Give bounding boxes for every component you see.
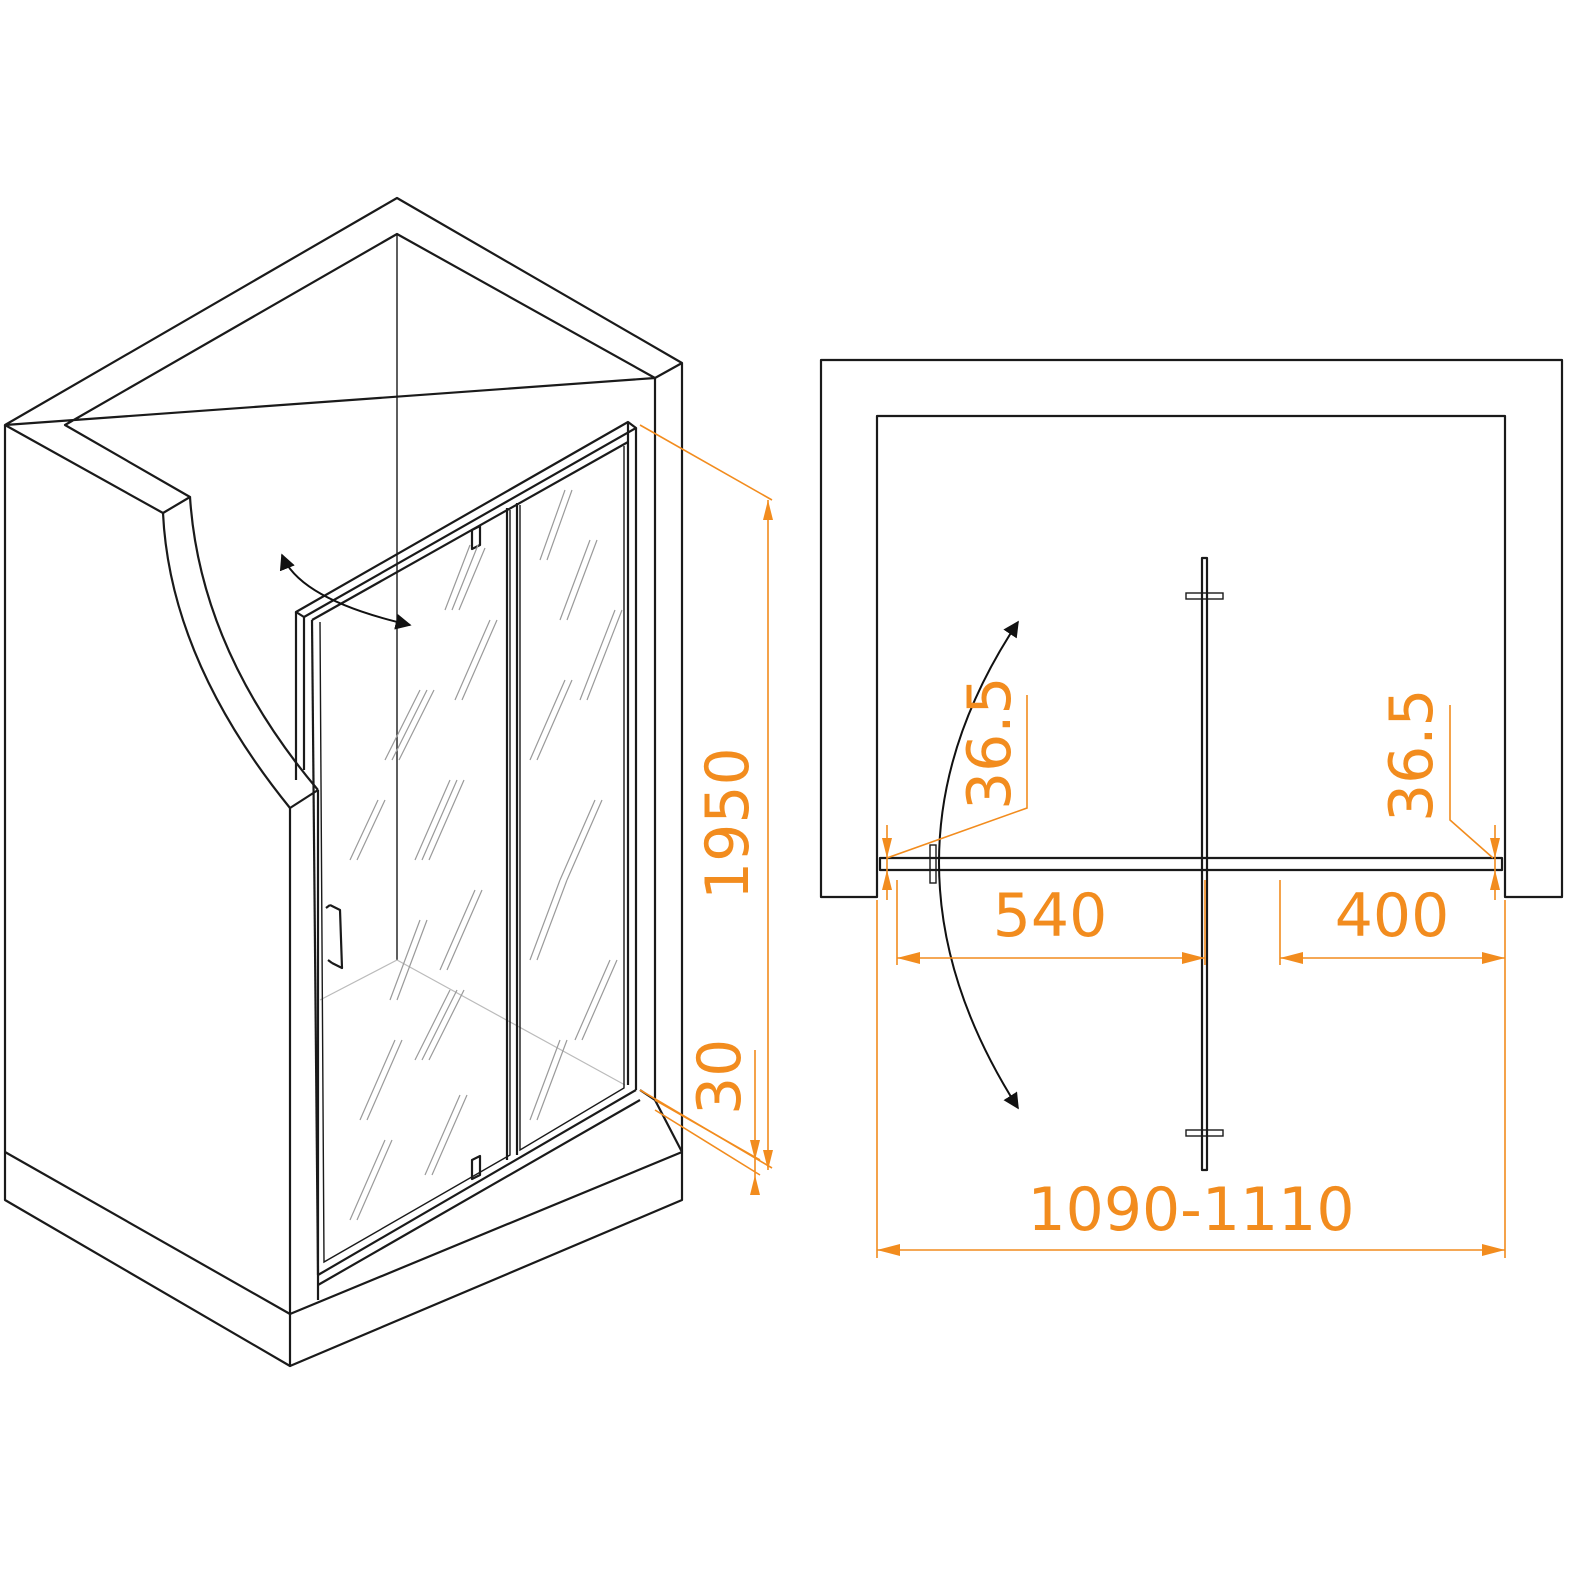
height-label: 1950 (693, 747, 763, 900)
fixed-panel-dimension: 400 (1279, 880, 1506, 965)
plan-view: 36.5 36.5 540 400 1090-1110 (819, 358, 1564, 1258)
swing-arrow-icon (279, 553, 412, 630)
right-profile-label: 36.5 (1377, 688, 1447, 822)
door-width-dimension: 540 (896, 880, 1206, 965)
door-width-label: 540 (993, 881, 1108, 951)
left-profile-label: 36.5 (955, 676, 1025, 810)
fixed-panel-profile (1200, 556, 1209, 1172)
door-handle (929, 844, 937, 884)
right-profile-dimension: 36.5 (1377, 688, 1500, 900)
isometric-view: 1950 30 (3, 196, 773, 1368)
door-handle (325, 904, 344, 970)
base-label: 30 (685, 1039, 755, 1115)
glass-texture (349, 489, 623, 1221)
wall-outline (3, 196, 684, 1152)
base-plinth (289, 1089, 684, 1368)
height-dimension: 1950 (639, 424, 773, 1170)
door-swing-arc-icon (938, 620, 1019, 1110)
total-width-dimension: 1090-1110 (876, 900, 1506, 1258)
total-width-label: 1090-1110 (1027, 1175, 1354, 1245)
plan-walls (819, 358, 1564, 899)
base-dimension: 30 (654, 1039, 761, 1195)
fixed-panel-label: 400 (1335, 881, 1450, 951)
door-frame (294, 420, 641, 1286)
curved-wall-edge (161, 512, 291, 809)
left-profile-dimension: 36.5 (882, 676, 1028, 900)
glass-line (878, 856, 1504, 872)
